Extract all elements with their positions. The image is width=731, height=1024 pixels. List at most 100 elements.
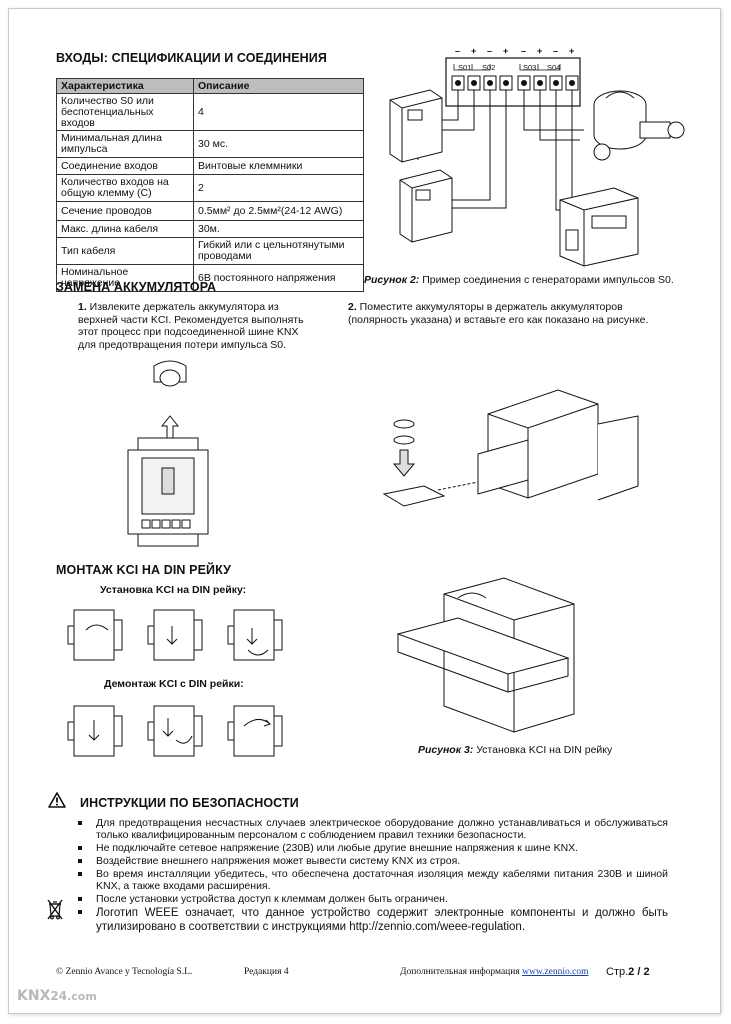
table-row: Сечение проводов 0.5мм² до 2.5мм²(24-12 … (56, 201, 364, 221)
arrow-down-icon (246, 628, 258, 645)
watermark-text-c: .com (67, 990, 97, 1003)
terminal-sign: – (487, 46, 492, 56)
curved-arrow-icon (243, 719, 271, 727)
footer-more-info: Дополнительная информация www.zennio.com (400, 967, 589, 977)
table-header-row: Характеристика Описание (56, 78, 364, 94)
terminal-sign: + (503, 46, 508, 56)
battery-holder-tray (382, 485, 446, 507)
page-prefix: Стр. (606, 966, 629, 978)
curved-arrow-icon (175, 735, 193, 744)
din-step-device (147, 705, 203, 757)
step-text: Поместите аккумуляторы в держатель аккум… (348, 301, 649, 326)
table-header-description: Описание (193, 78, 364, 94)
table-cell-value: 30м. (193, 220, 364, 238)
terminal-sign: + (569, 46, 574, 56)
figure3-din-illustration (396, 577, 575, 733)
battery-cell (393, 435, 415, 445)
arrow-down-icon (162, 718, 174, 737)
terminal-label: S01 (458, 63, 471, 72)
figure3-caption: Рисунок 3: Установка KCI на DIN рейку (418, 744, 612, 756)
water-meter (593, 90, 685, 161)
footer-page: Стр.2 / 2 (606, 966, 650, 978)
din-remove-label: Демонтаж KCI с DIN рейки: (104, 678, 244, 690)
figure2-caption: Рисунок 2: Пример соединения с генератор… (364, 274, 674, 286)
din-install-label: Установка KCI на DIN рейку: (100, 584, 247, 596)
section-title-inputs: ВХОДЫ: СПЕЦИФИКАЦИИ И СОЕДИНЕНИЯ (56, 51, 327, 65)
table-cell-key: Макс. длина кабеля (56, 220, 194, 238)
watermark-text-a: KNX (17, 988, 51, 1004)
table-cell-key: Количество входов на общую клемму (C) (56, 174, 194, 202)
terminal-label: S03 (523, 63, 536, 72)
table-cell-value: 4 (193, 93, 364, 131)
footer-more-info-text: Дополнительная информация (400, 967, 523, 977)
section-title-battery: ЗАМЕНА АККУМУЛЯТОРА (56, 280, 217, 294)
spec-table: Характеристика Описание Количество S0 ил… (56, 78, 364, 292)
table-row: Минимальная длина импульса 30 мс. (56, 130, 364, 158)
figure3-caption-text: Установка KCI на DIN рейку (473, 744, 613, 756)
table-row: Макс. длина кабеля 30м. (56, 220, 364, 238)
table-row: Количество входов на общую клемму (C) 2 (56, 174, 364, 202)
watermark: KNX24.com (17, 988, 97, 1004)
din-step-device (67, 609, 123, 661)
safety-item: Для предотвращения несчастных случаев эл… (70, 817, 668, 841)
safety-item: Во время инсталляции убедитесь, что обес… (70, 868, 668, 892)
table-cell-value: 0.5мм² до 2.5мм²(24-12 AWG) (193, 201, 364, 221)
page-number: 2 / 2 (628, 966, 650, 978)
table-cell-value: Винтовые клеммники (193, 157, 364, 175)
table-row: Тип кабеля Гибкий или с цельнотянутыми п… (56, 237, 364, 265)
table-cell-value: 2 (193, 174, 364, 202)
terminal-sign: – (521, 46, 526, 56)
table-cell-key: Соединение входов (56, 157, 194, 175)
section-title-safety: ИНСТРУКЦИИ ПО БЕЗОПАСНОСТИ (80, 796, 299, 810)
table-cell-key: Сечение проводов (56, 201, 194, 221)
terminal-label: S04 (547, 63, 560, 72)
terminal-label: S02 (482, 63, 495, 72)
terminal-sign: – (455, 46, 460, 56)
safety-item: После установки устройства доступ к клем… (70, 893, 668, 905)
step-text: Извлеките держатель аккумулятора из верх… (78, 301, 304, 351)
table-row: Номинальное напряжение 6В постоянного на… (56, 264, 364, 292)
table-cell-key: Минимальная длина импульса (56, 130, 194, 158)
terminal-sign: – (553, 46, 558, 56)
table-row: Количество S0 или беспотенциальных входо… (56, 93, 364, 131)
section-title-din: МОНТАЖ KCI НА DIN РЕЙКУ (56, 563, 232, 577)
din-meter-middle (399, 169, 453, 243)
battery-step-1: 1. Извлеките держатель аккумулятора из в… (78, 301, 318, 351)
footer-revision: Редакция 4 (244, 967, 289, 977)
battery-insert-illustration (382, 389, 639, 507)
battery-removal-illustration (127, 360, 209, 547)
curved-arrow-icon (85, 624, 109, 631)
din-step-device (227, 705, 283, 757)
battery-cell (393, 419, 415, 429)
figure2-wiring-diagram: – + – + – + – + S01 S02 S03 S04 (389, 46, 685, 267)
safety-item: Воздействие внешнего напряжения может вы… (70, 855, 668, 867)
weee-bin-icon (47, 899, 63, 920)
terminal-sign: + (471, 46, 476, 56)
battery-step-2: 2. Поместите аккумуляторы в держатель ак… (348, 301, 668, 326)
step-number: 2. (348, 301, 357, 313)
din-install-steps (67, 609, 283, 661)
step-number: 1. (78, 301, 87, 313)
arrow-down-icon (88, 720, 100, 741)
figure2-caption-label: Рисунок 2: (364, 274, 420, 286)
din-step-device (67, 705, 123, 757)
warning-icon (48, 792, 66, 808)
din-step-device (227, 609, 283, 661)
din-remove-steps (67, 705, 283, 757)
arrow-down-icon (166, 626, 178, 645)
figure3-caption-label: Рисунок 3: (418, 744, 474, 756)
din-step-device (147, 609, 203, 661)
footer-company: © Zennio Avance y Tecnología S.L. (56, 967, 193, 977)
safety-list: Для предотвращения несчастных случаев эл… (70, 817, 668, 935)
energy-meter (559, 187, 639, 267)
footer-link[interactable]: www.zennio.com (522, 967, 589, 977)
page-frame (8, 8, 721, 1014)
safety-item: Логотип WEEE означает, что данное устрой… (70, 906, 668, 934)
din-meter-top (389, 89, 443, 163)
table-cell-key: Номинальное напряжение (56, 264, 194, 292)
safety-item: Не подключайте сетевое напряжение (230В)… (70, 842, 668, 854)
watermark-text-b: 24 (50, 989, 68, 1003)
figure2-caption-text: Пример соединения с генераторами импульс… (419, 274, 674, 286)
table-cell-value: 6В постоянного напряжения (193, 264, 364, 292)
table-cell-key: Количество S0 или беспотенциальных входо… (56, 93, 194, 131)
